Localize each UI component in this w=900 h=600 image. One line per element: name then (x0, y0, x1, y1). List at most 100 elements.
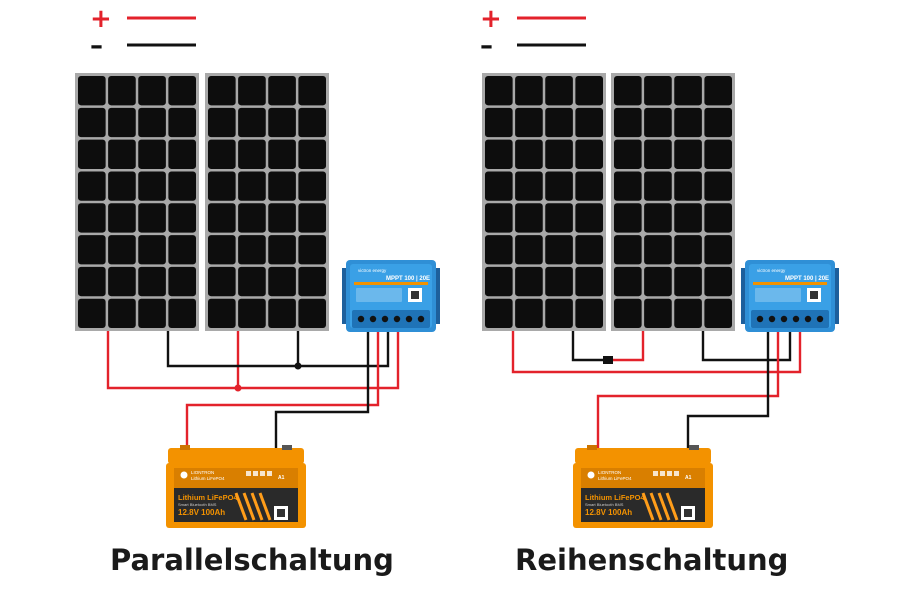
controller-stripe (753, 282, 827, 285)
solar-cell (168, 139, 196, 169)
solar-cell (138, 171, 166, 201)
controller-terminal (804, 315, 812, 323)
battery-terminal-positive (180, 445, 190, 450)
solar-cell (485, 266, 513, 297)
solar-cell (268, 139, 296, 169)
solar-cell (268, 107, 296, 138)
battery-negative-wire-left (274, 330, 370, 448)
solar-cell (515, 171, 543, 201)
controller-suffix: E (825, 276, 829, 282)
solar-cell (78, 235, 106, 265)
solar-cell (545, 203, 573, 233)
solar-cell (268, 76, 296, 106)
solar-cell (238, 235, 266, 265)
solar-cell (485, 171, 513, 201)
solar-cell (238, 139, 266, 169)
battery-positive-wire-right (596, 330, 780, 448)
solar-cell (78, 139, 106, 169)
plus-symbol: + (480, 4, 502, 34)
solar-cell (238, 171, 266, 201)
controller-qr-code (810, 291, 818, 299)
solar-cell (485, 203, 513, 233)
solar-cell (208, 76, 236, 106)
solar-panel-2-right (611, 73, 735, 331)
controller-suffix: E (426, 276, 430, 282)
solar-cell (208, 235, 236, 265)
solar-cell (108, 203, 136, 233)
solar-cell (614, 203, 642, 233)
solar-cell (575, 171, 603, 201)
solar-cell (268, 171, 296, 201)
solar-cell (298, 171, 326, 201)
solar-cell (674, 76, 702, 106)
solar-cell (168, 171, 196, 201)
solar-cell (575, 139, 603, 169)
solar-cell (545, 171, 573, 201)
solar-panel-1-left (75, 73, 199, 331)
solar-cell (138, 203, 166, 233)
controller-model: MPPT 100 | 20 (785, 276, 826, 282)
solar-cell (545, 266, 573, 297)
solar-cell (545, 298, 573, 328)
solar-cell (108, 298, 136, 328)
solar-cell (168, 203, 196, 233)
solar-cell (545, 107, 573, 138)
pv-negative-wire-right (701, 325, 792, 362)
battery-badge: A1 (278, 475, 285, 481)
solar-cell (674, 107, 702, 138)
battery-cert-icon (667, 471, 672, 476)
solar-cell (78, 203, 106, 233)
battery-badge: A1 (685, 475, 692, 481)
minus-symbol: – (90, 31, 103, 61)
battery-line1: Lithium LiFePO4 (178, 493, 238, 502)
solar-cell (108, 76, 136, 106)
solar-cell (704, 171, 732, 201)
controller-fin-right (436, 268, 440, 324)
solar-cell (704, 235, 732, 265)
solar-cell (485, 107, 513, 138)
battery-stripe (665, 492, 679, 521)
battery-negative-wire-right (686, 330, 770, 448)
solar-cell (168, 235, 196, 265)
battery-stripe (649, 492, 663, 521)
solar-cell (208, 171, 236, 201)
battery-line1: Lithium LiFePO4 (585, 493, 645, 502)
solar-cell (298, 235, 326, 265)
solar-cell (485, 76, 513, 106)
solar-cell (515, 107, 543, 138)
solar-cell (238, 107, 266, 138)
battery-series: Lithium LiFePO4 (598, 476, 632, 481)
controller-terminal (768, 315, 776, 323)
solar-cell (208, 203, 236, 233)
solar-cell (674, 171, 702, 201)
solar-cell (644, 76, 672, 106)
solar-cell (575, 235, 603, 265)
battery-line2: Smart Bluetooth BMS (585, 502, 624, 507)
series-link-positive (608, 325, 645, 362)
solar-cell (515, 266, 543, 297)
controller-terminal (417, 315, 425, 323)
solar-cell (614, 266, 642, 297)
controller-label-area (356, 288, 402, 302)
controller-terminal (756, 315, 764, 323)
battery-terminal-positive (587, 445, 597, 450)
pv-negative-wire-left (166, 325, 390, 368)
battery-qr-code (277, 509, 285, 517)
solar-cell (78, 76, 106, 106)
controller-fin-left (741, 268, 745, 324)
battery-line2: Smart Bluetooth BMS (178, 502, 217, 507)
solar-cell (108, 107, 136, 138)
solar-cell (138, 107, 166, 138)
solar-cell (515, 76, 543, 106)
battery-brand: LIONTRON (598, 470, 621, 475)
solar-cell (575, 298, 603, 328)
caption-series: Reihenschaltung (515, 543, 789, 577)
battery-cert-icon (267, 471, 272, 476)
battery-logo-mark (180, 471, 188, 479)
solar-cell (614, 235, 642, 265)
solar-cell (168, 76, 196, 106)
battery-cert-icon (653, 471, 658, 476)
